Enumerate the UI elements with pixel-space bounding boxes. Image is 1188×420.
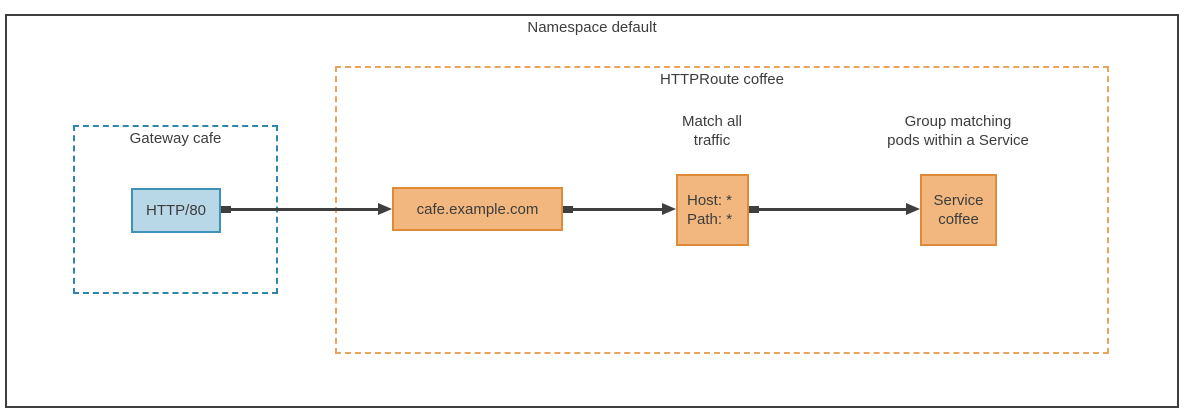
arrow-head-icon bbox=[906, 203, 920, 215]
arrow-shaft bbox=[563, 208, 662, 211]
gateway-listener-label: HTTP/80 bbox=[145, 202, 206, 219]
backend-caption-line1: Group matching bbox=[904, 113, 1012, 130]
match-caption: Match all traffic bbox=[612, 112, 812, 150]
match-caption-line1: Match all bbox=[681, 113, 743, 130]
match-path-label: Path: * bbox=[687, 211, 733, 228]
match-caption-line2: traffic bbox=[693, 132, 731, 149]
service-label-line1: Service bbox=[933, 192, 984, 209]
service-label-line2: coffee bbox=[938, 211, 979, 228]
gateway-label: Gateway cafe bbox=[129, 130, 222, 147]
arrow-head-icon bbox=[378, 203, 392, 215]
gateway-listener-node: HTTP/80 bbox=[131, 188, 221, 233]
arrow-head-icon bbox=[662, 203, 676, 215]
httproute-label: HTTPRoute coffee bbox=[660, 71, 784, 88]
arrow-shaft bbox=[221, 208, 378, 211]
namespace-label: Namespace default bbox=[527, 19, 657, 36]
service-node: Service coffee bbox=[920, 174, 997, 246]
match-rule-node: Host: * Path: * bbox=[676, 174, 749, 246]
hostname-label: cafe.example.com bbox=[416, 200, 539, 218]
hostname-node: cafe.example.com bbox=[392, 187, 563, 231]
backend-caption-line2: pods within a Service bbox=[887, 132, 1029, 149]
arrow-shaft bbox=[749, 208, 906, 211]
backend-caption: Group matching pods within a Service bbox=[838, 112, 1078, 150]
match-host-label: Host: * bbox=[687, 192, 733, 209]
